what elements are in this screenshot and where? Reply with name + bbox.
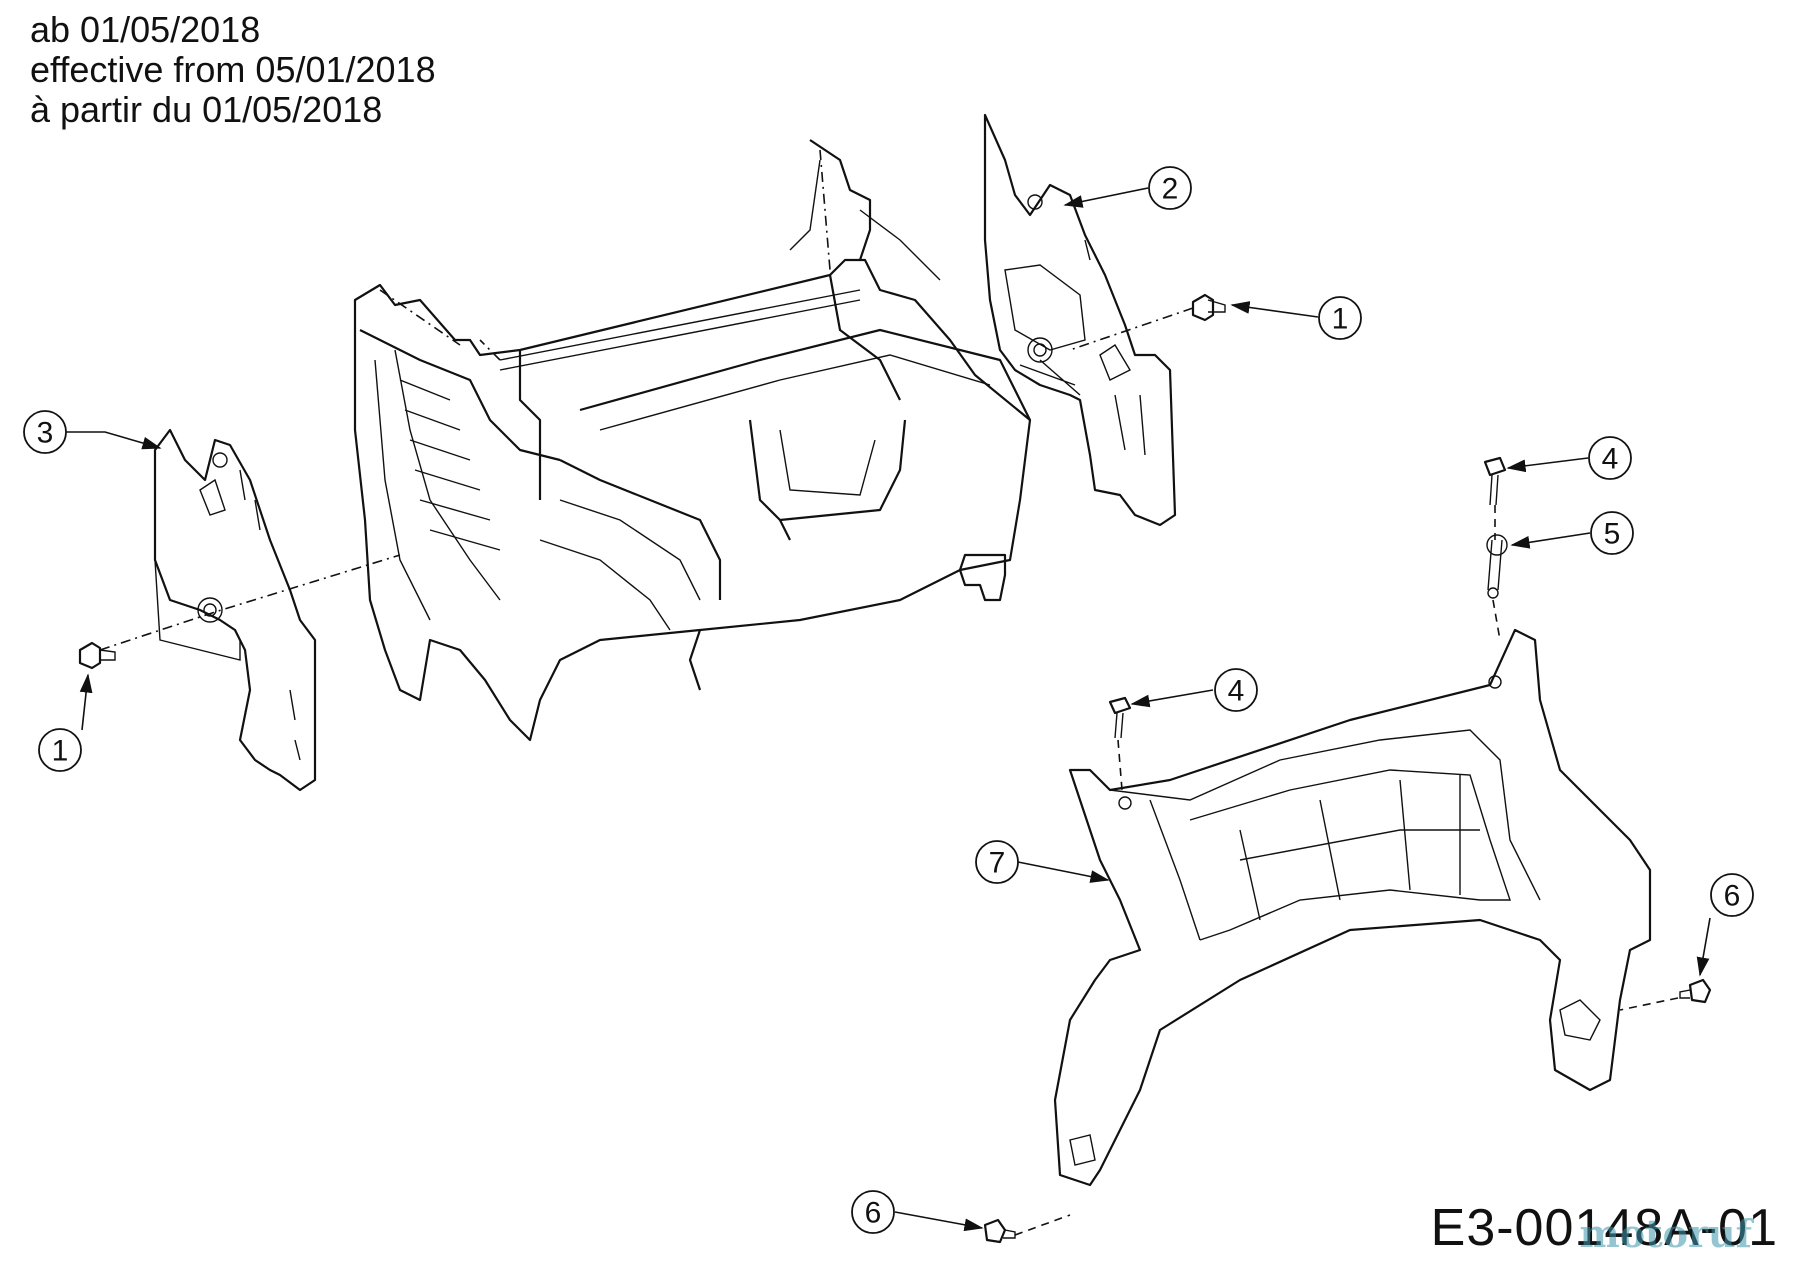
- main-housing: [353, 139, 1032, 742]
- callout-5: 5: [1590, 511, 1634, 555]
- part-3-left-bracket: [153, 428, 317, 792]
- leader-lines: [63, 187, 1711, 1232]
- callout-1-right: 1: [1318, 296, 1362, 340]
- callout-1-left: 1: [38, 728, 82, 772]
- svg-text:3: 3: [37, 417, 54, 450]
- svg-text:5: 5: [1604, 518, 1621, 551]
- part-7-deflector: [1053, 628, 1652, 1187]
- callout-6-right: 6: [1710, 873, 1754, 917]
- callout-3: 3: [23, 410, 67, 454]
- callout-2: 2: [1148, 166, 1192, 210]
- svg-text:7: 7: [989, 847, 1006, 880]
- date-note-fr: à partir du 01/05/2018: [30, 89, 383, 130]
- svg-text:6: 6: [865, 1197, 882, 1230]
- drawing-number: E3-00148A-01: [1430, 1199, 1778, 1257]
- part-2-right-bracket: [983, 113, 1177, 527]
- callout-4-top: 4: [1588, 436, 1632, 480]
- svg-text:1: 1: [52, 735, 69, 768]
- date-note-en: effective from 05/01/2018: [30, 49, 436, 90]
- svg-text:1: 1: [1332, 303, 1349, 336]
- callout-4-middle: 4: [1214, 668, 1258, 712]
- date-note-de: ab 01/05/2018: [30, 9, 261, 50]
- svg-text:4: 4: [1602, 443, 1619, 476]
- callout-7: 7: [975, 840, 1019, 884]
- svg-text:6: 6: [1724, 880, 1741, 913]
- svg-text:4: 4: [1228, 675, 1245, 708]
- assembly-lines: [99, 307, 1679, 1236]
- watermark-logo: motoruf: [1579, 1211, 1752, 1256]
- svg-text:2: 2: [1162, 173, 1179, 206]
- callout-6-bottom: 6: [851, 1190, 895, 1234]
- effective-date-notes: ab 01/05/2018 effective from 05/01/2018 …: [30, 10, 436, 130]
- hardware-bolts: [78, 293, 1712, 1244]
